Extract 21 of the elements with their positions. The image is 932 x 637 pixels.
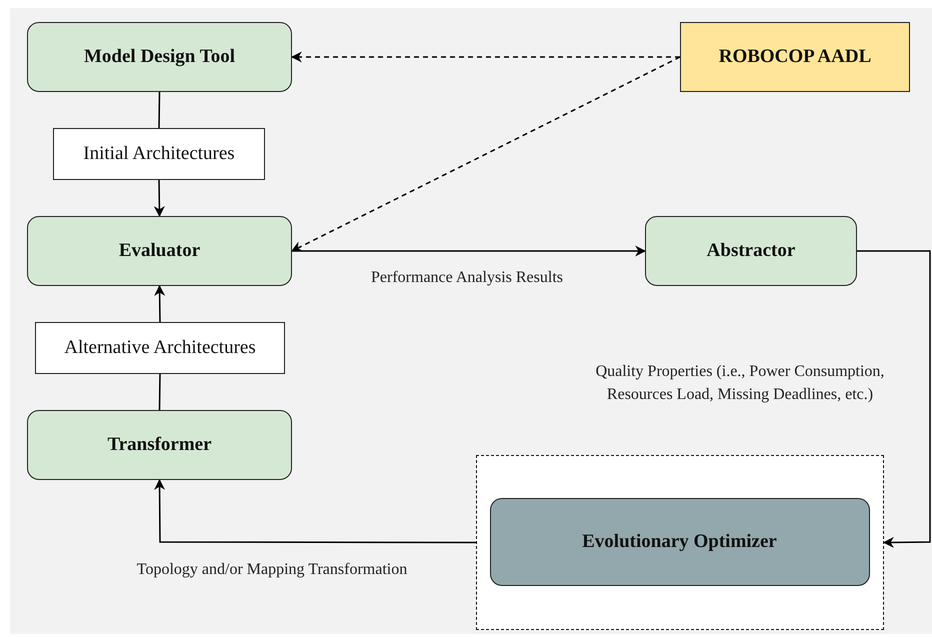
arrow [154, 180, 165, 218]
process-box: Model Design Tool [27, 22, 292, 92]
label-box: Initial Architectures [53, 128, 265, 180]
process-box: Abstractor [645, 216, 857, 286]
dashed-arrow [290, 52, 680, 62]
process-box: Transformer [27, 410, 292, 480]
edge-label: Quality Properties (i.e., Power Consumption, Resources Load, Missing Deadlines, etc.) [594, 362, 886, 406]
edge-label: Performance Analysis Results [371, 268, 563, 288]
arrow [154, 478, 476, 544]
dashed-arrow [291, 56, 680, 252]
process-box: Evolutionary Optimizer [490, 498, 870, 586]
connector-line [158, 92, 160, 128]
connector-line [158, 374, 161, 410]
arrow [154, 284, 166, 322]
dashed-group-box [476, 455, 884, 630]
arrow [292, 246, 646, 256]
source-box: ROBOCOP AADL [680, 22, 910, 92]
label-box: Alternative Architectures [35, 322, 285, 374]
process-box: Evaluator [27, 216, 292, 286]
arrow [857, 250, 931, 548]
edge-label: Topology and/or Mapping Transformation [136, 560, 408, 580]
